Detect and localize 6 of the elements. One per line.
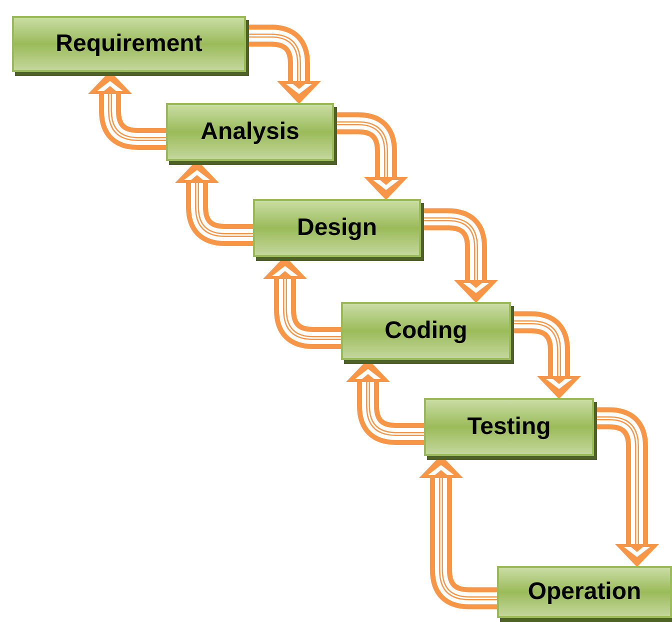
box-label: Operation bbox=[528, 577, 642, 607]
box-label: Testing bbox=[467, 412, 551, 442]
box-label: Requirement bbox=[56, 29, 202, 59]
box-label: Design bbox=[296, 213, 377, 243]
box-label: Analysis bbox=[200, 117, 300, 147]
box-label: Coding bbox=[384, 316, 468, 346]
